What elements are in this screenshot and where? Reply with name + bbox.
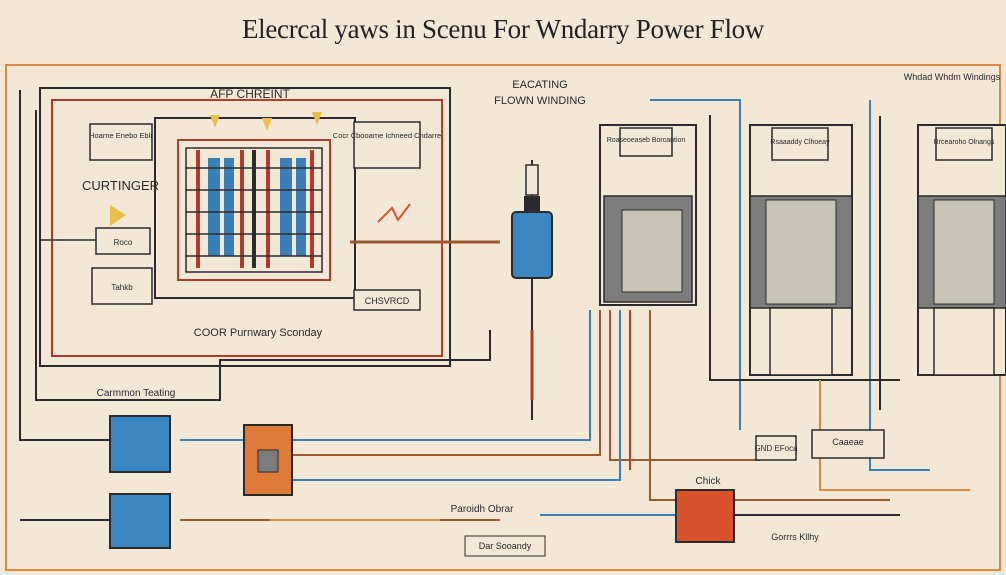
wire-blue-2	[869, 100, 930, 471]
coil-bar-8	[296, 158, 306, 256]
bottom-wire-blue-1	[180, 310, 591, 441]
tahkb-label: Tahkb	[111, 283, 133, 292]
coil-bar-6	[266, 150, 270, 268]
coil-rungs	[186, 167, 322, 257]
flow-winding-label: FLOWN WINDING	[494, 95, 586, 107]
bottom-wire-blue-2	[290, 310, 621, 481]
transformer-3-grid	[933, 199, 995, 305]
coil-bar-9	[310, 150, 314, 268]
arrow-2	[262, 118, 272, 131]
orange-core	[257, 449, 279, 473]
wire-brown-1	[609, 310, 760, 461]
cord-label: Gorrrs Kllhy	[771, 532, 819, 542]
zigzag-arrow	[377, 203, 411, 223]
coil-bar-1	[196, 150, 200, 268]
common-testing-label: Carmmon Teating	[97, 388, 176, 399]
core-label-text: Cocr Cbooame Ichneed Cndarre	[333, 131, 441, 140]
circuit-inner-box	[154, 117, 356, 299]
red-box-chick	[675, 489, 735, 543]
blue-box-1	[109, 415, 171, 473]
arrow-5	[110, 205, 126, 226]
curtinger-label: CURTINGER	[82, 178, 159, 193]
valve-body	[511, 211, 553, 279]
box-tahkb	[91, 267, 153, 305]
box-left-top	[89, 123, 153, 161]
box-core-label	[353, 121, 421, 169]
bottom-wire-brown-1	[290, 310, 601, 456]
wire-orange-1	[819, 380, 970, 491]
transformer-1-label-box	[619, 127, 673, 157]
core-primary-label: COOR Purnwary Sconday	[194, 327, 323, 339]
valve-top	[525, 164, 539, 196]
roco-label: Roco	[114, 238, 133, 247]
secondary-bottom-label: Dar Sooandy	[479, 541, 532, 551]
blue-box-2	[109, 493, 171, 549]
box-roco	[95, 227, 151, 255]
transformer-2-base	[769, 307, 833, 376]
panel-right-label: Caaeae	[832, 437, 864, 447]
bottom-wires	[19, 90, 900, 521]
coil-bar-7	[280, 158, 292, 256]
coil-bar-4	[240, 150, 244, 268]
coil-bars	[196, 150, 314, 268]
bottom-wire-dark-2	[35, 110, 491, 401]
valve-cap	[524, 196, 540, 212]
wire-brown-2	[649, 310, 890, 501]
transformer-2-label: Rsaaaddy Clhoeay	[770, 139, 830, 146]
arrow-1	[210, 115, 220, 128]
coil-bar-5	[252, 150, 256, 268]
transformer-1-label: Roaseoeaseb Borcantion	[607, 137, 686, 144]
secondary-bottom-box	[464, 535, 546, 557]
wire-blue-1	[650, 99, 741, 430]
circuit-red-box	[51, 99, 443, 357]
transformer-3-base	[933, 307, 995, 376]
apf-circuit-label: AFP CHREINT	[210, 87, 290, 101]
diagram-title: Elecrcal yaws in Scenu For Wndarry Power…	[241, 14, 765, 44]
arrow-3	[312, 112, 322, 125]
transformer-3-label: Rrcearoho Olnangs	[934, 139, 995, 146]
primary-bottom-label: Paroidh Obrar	[451, 504, 514, 515]
wire-dark-1	[709, 115, 900, 381]
coil-frame-inner	[185, 147, 323, 273]
vertical-wires	[609, 99, 970, 501]
chick-label: Chick	[695, 476, 721, 487]
coil-bar-3	[224, 158, 234, 256]
coil-frame	[177, 139, 331, 281]
bottom-wire-dark-1	[19, 90, 110, 441]
transformer-3-label-box	[935, 127, 993, 161]
gnd-label: GND EFoca	[754, 444, 798, 453]
gnd-box	[755, 435, 797, 461]
winding-top-right-label: Whdad Whdm Windings	[904, 72, 1001, 82]
transformer-1-grid	[621, 209, 683, 293]
circuit-outer-box	[39, 87, 451, 367]
box-chsvrcd	[353, 289, 421, 311]
transformer-2-grid	[765, 199, 837, 305]
eacating-label: EACATING	[512, 79, 567, 91]
box-left-top-label: Hoarne Enebo Eblr	[89, 131, 153, 140]
coil-bar-2	[208, 158, 220, 256]
chsvrcd-label: CHSVRCD	[365, 296, 410, 306]
transformer-2-label-box	[771, 127, 829, 161]
panel-right-box	[811, 429, 885, 459]
